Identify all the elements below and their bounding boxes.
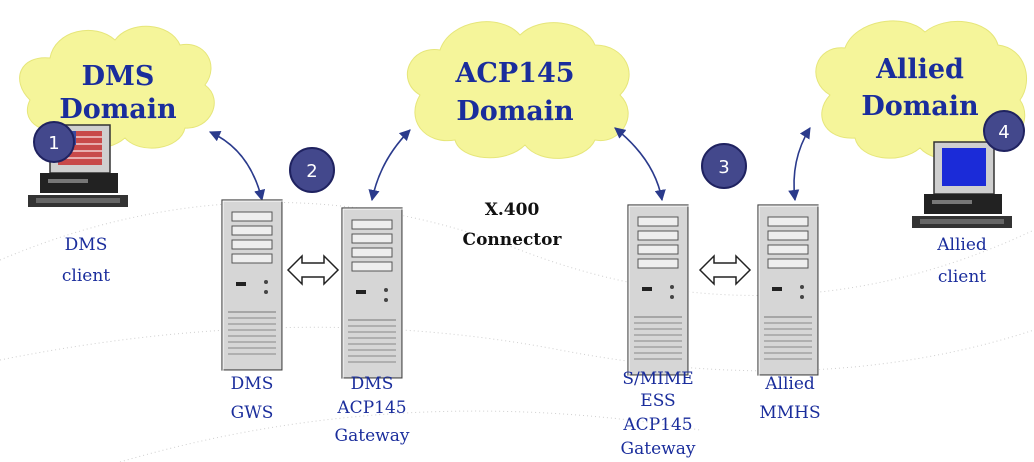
double-arrow-icon xyxy=(698,254,752,286)
svg-text:ACP145: ACP145 xyxy=(336,398,406,418)
acp145-domain-line1: ACP145 xyxy=(454,58,574,89)
svg-text:DMS: DMS xyxy=(65,235,108,255)
acp145-domain-line2: Domain xyxy=(456,96,574,127)
arrow-allied-cloud-to-mmhs xyxy=(788,127,811,202)
svg-text:GWS: GWS xyxy=(231,403,274,423)
svg-text:1: 1 xyxy=(48,133,59,154)
svg-text:DMS: DMS xyxy=(231,374,274,394)
x400-connector-label: X.400 Connector xyxy=(463,200,563,250)
badge-1: 1 xyxy=(33,121,75,163)
svg-text:Allied: Allied xyxy=(764,374,815,394)
svg-text:S/MIME: S/MIME xyxy=(622,369,693,389)
allied-client-computer-icon xyxy=(912,141,1012,228)
allied-domain-line2: Domain xyxy=(861,91,979,122)
smime-gateway-label: S/MIME ESS ACP145 Gateway xyxy=(621,369,696,459)
allied-domain-line1: Allied xyxy=(875,54,964,85)
dms-acp145-gateway-server-icon xyxy=(341,207,404,380)
svg-text:client: client xyxy=(938,267,986,287)
svg-text:ESS: ESS xyxy=(640,391,675,411)
dms-domain-line2: Domain xyxy=(59,94,177,125)
svg-text:DMS: DMS xyxy=(351,374,394,394)
svg-text:2: 2 xyxy=(306,161,317,182)
svg-text:4: 4 xyxy=(998,122,1009,143)
badge-2: 2 xyxy=(289,147,335,193)
dms-domain-cloud: DMS Domain xyxy=(19,25,215,149)
svg-text:X.400: X.400 xyxy=(485,200,540,220)
allied-mmhs-label: Allied MMHS xyxy=(759,374,820,423)
dms-domain-line1: DMS xyxy=(82,61,155,92)
dms-client-label: DMS client xyxy=(62,235,110,286)
badge-3: 3 xyxy=(701,143,747,189)
svg-text:MMHS: MMHS xyxy=(759,403,820,423)
allied-mmhs-server-icon xyxy=(757,204,820,377)
badge-4: 4 xyxy=(983,110,1025,152)
dms-gws-label: DMS GWS xyxy=(231,374,274,423)
svg-text:Gateway: Gateway xyxy=(621,439,696,459)
svg-text:ACP145: ACP145 xyxy=(622,415,692,435)
svg-text:client: client xyxy=(62,266,110,286)
svg-text:3: 3 xyxy=(718,157,729,178)
double-arrow-icon xyxy=(286,254,340,286)
link-arrows xyxy=(208,127,811,202)
arrow-acp-cloud-to-dms-gateway xyxy=(368,129,411,202)
allied-domain-cloud: Allied Domain xyxy=(815,20,1028,161)
dms-gws-server-icon xyxy=(221,199,284,372)
svg-text:Connector: Connector xyxy=(463,230,563,250)
arrow-acp-cloud-to-smime xyxy=(614,127,666,202)
svg-text:Allied: Allied xyxy=(936,235,987,255)
arrow-dms-cloud-to-gws xyxy=(208,131,266,202)
smime-gateway-server-icon xyxy=(627,204,690,377)
allied-client-label: Allied client xyxy=(936,235,987,287)
acp145-domain-cloud: ACP145 Domain xyxy=(407,21,630,159)
svg-text:Gateway: Gateway xyxy=(335,426,410,446)
dms-acp145-gateway-label: DMS ACP145 Gateway xyxy=(335,374,410,446)
